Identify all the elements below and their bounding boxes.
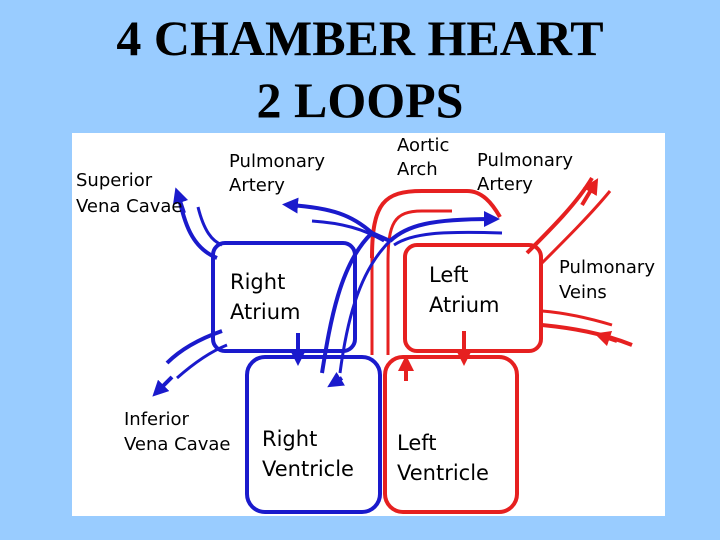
label-inferior-vena-cava: Inferior Vena Cavae bbox=[124, 409, 231, 455]
label-right-atrium: Right Atrium bbox=[230, 270, 300, 324]
superior-vena-cava-vessel-inner bbox=[196, 206, 223, 247]
heart-diagram-svg: Superior Vena Cavae Pulmonary Artery Aor… bbox=[76, 135, 661, 514]
right-ventricle-out-arrow bbox=[327, 371, 346, 388]
pulmonary-artery-left-branch bbox=[282, 197, 374, 235]
right-ventricle-chamber bbox=[245, 355, 382, 514]
title-line-1: 4 CHAMBER HEART bbox=[116, 10, 604, 66]
label-left-ventricle: Left Ventricle bbox=[397, 431, 489, 485]
label-superior-vena-cava: Superior Vena Cavae bbox=[76, 170, 183, 217]
label-aortic-arch: Aortic Arch bbox=[397, 135, 455, 180]
pulmonary-bridge bbox=[371, 231, 391, 243]
pulmonary-artery-right-branch-lower bbox=[393, 230, 503, 247]
right-atrium-chamber bbox=[211, 241, 357, 353]
heart-diagram: Superior Vena Cavae Pulmonary Artery Aor… bbox=[72, 133, 665, 516]
title-line-2: 2 LOOPS bbox=[256, 72, 464, 128]
label-pulmonary-artery-left: Pulmonary Artery bbox=[229, 151, 331, 196]
aortic-arch bbox=[370, 189, 502, 259]
pulmonary-artery-red-vessel-inner bbox=[540, 190, 612, 265]
inferior-vena-cava-arrow bbox=[152, 375, 174, 397]
inferior-vena-cava-vessel bbox=[165, 329, 223, 365]
aortic-arch-inner bbox=[386, 209, 452, 264]
label-pulmonary-artery-right: Pulmonary Artery bbox=[477, 150, 579, 195]
label-right-ventricle: Right Ventricle bbox=[262, 427, 354, 481]
inferior-vena-cava-vessel-inner bbox=[176, 343, 228, 380]
pulmonary-trunk bbox=[320, 231, 374, 374]
pulmonary-artery-right-branch bbox=[388, 211, 500, 243]
left-atrium-chamber bbox=[403, 243, 543, 353]
left-ventricle-chamber bbox=[383, 355, 519, 514]
pulmonary-vein-vessel-inner bbox=[541, 309, 613, 327]
label-left-atrium: Left Atrium bbox=[429, 263, 499, 317]
superior-vena-cava-arrow bbox=[172, 187, 189, 214]
superior-vena-cava-vessel bbox=[176, 192, 218, 260]
pulmonary-artery-red-vessel bbox=[525, 176, 594, 255]
pulmonary-artery-red-arrow bbox=[580, 178, 599, 207]
label-pulmonary-veins: Pulmonary Veins bbox=[559, 257, 661, 303]
pulmonary-vein-arrow bbox=[594, 330, 618, 347]
pulmonary-trunk-inner bbox=[338, 239, 392, 374]
pulmonary-vein-vessel bbox=[541, 323, 633, 347]
